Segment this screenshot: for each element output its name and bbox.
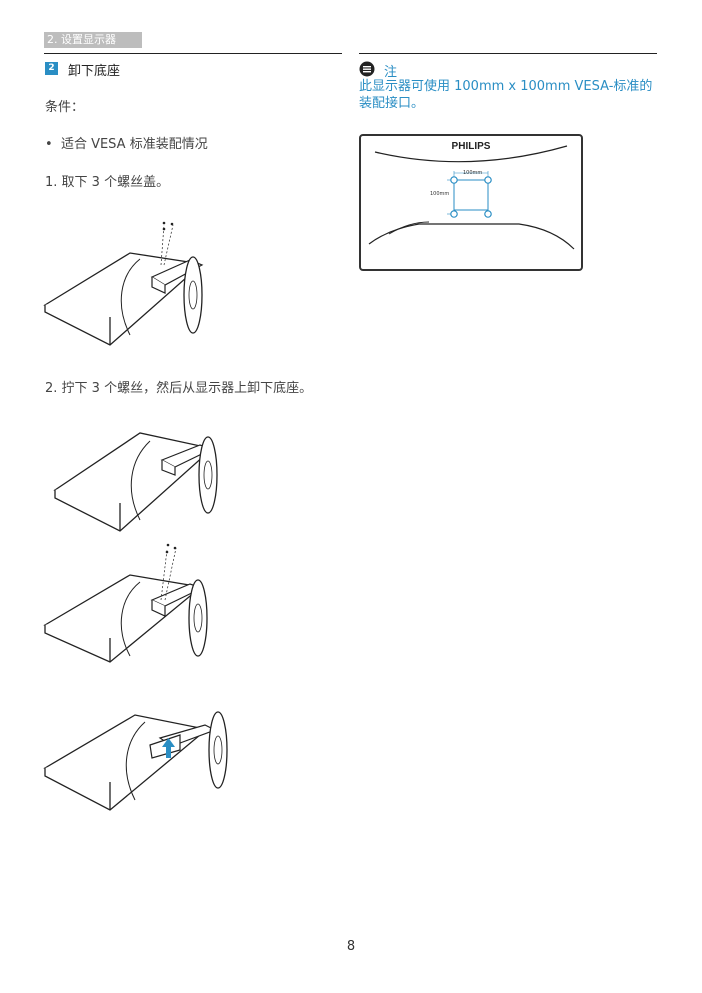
note-title: 注 xyxy=(384,65,398,80)
monitor-illustration-1 xyxy=(43,221,204,346)
section-heading: 卸下底座 xyxy=(68,64,121,79)
monitor-illustration-4 xyxy=(43,711,228,811)
note-icon xyxy=(359,61,375,77)
note-text: 此显示器可使用 100mm x 100mm VESA-标准的装配接口。 xyxy=(359,79,653,111)
monitor-illustration-2 xyxy=(53,432,218,532)
right-divider xyxy=(359,53,657,54)
vesa-height-label: 100mm xyxy=(430,191,450,197)
step-1-text: 1. 取下 3 个螺丝盖。 xyxy=(45,175,170,190)
bullet-item: • 适合 VESA 标准装配情况 xyxy=(45,133,208,152)
lift-arrow-icon xyxy=(162,738,175,758)
vesa-diagram xyxy=(359,134,583,271)
bullet-dot: • xyxy=(45,137,61,152)
section-tab: 2. 设置显示器 xyxy=(44,32,142,48)
vesa-brand: PHILIPS xyxy=(451,141,491,152)
monitor-illustration-3 xyxy=(43,543,208,663)
section-number-badge: 2 xyxy=(45,62,58,75)
vesa-width-label: 100mm xyxy=(463,170,483,176)
left-divider xyxy=(44,53,342,54)
stand-base xyxy=(183,256,203,334)
page-number: 8 xyxy=(346,939,356,954)
monitor-panel xyxy=(43,252,197,346)
step-2-text: 2. 拧下 3 个螺丝，然后从显示器上卸下底座。 xyxy=(45,381,313,396)
vesa-mount-square xyxy=(453,179,489,211)
conditions-label: 条件： xyxy=(45,100,85,115)
vesa-diagram-art xyxy=(368,145,575,250)
monitor-back-curve xyxy=(120,258,141,336)
bullet-text: 适合 VESA 标准装配情况 xyxy=(60,137,208,152)
screw-covers xyxy=(160,224,174,266)
